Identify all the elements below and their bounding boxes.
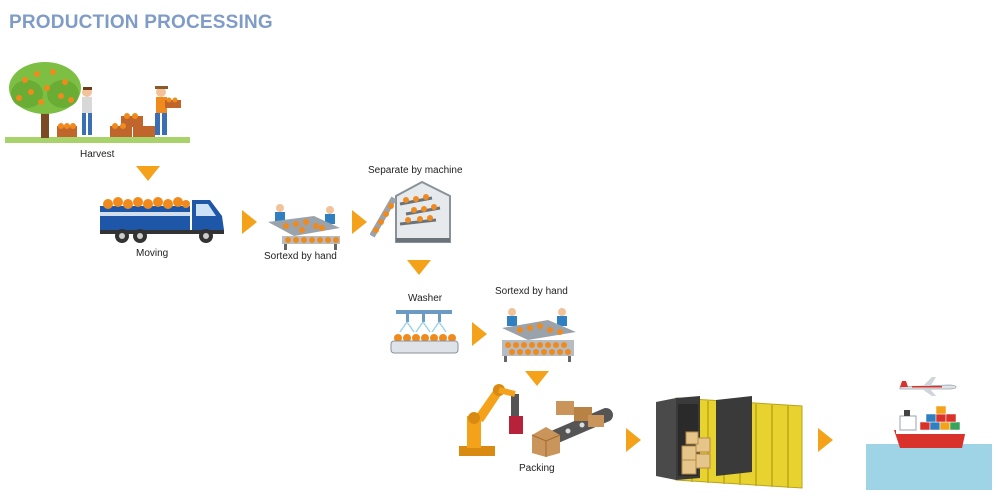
arrow-down-icon (407, 260, 431, 275)
harvest-label: Harvest (80, 149, 115, 160)
arrow-down-icon (136, 166, 160, 181)
sorted-hand-label-1: Sortexd by hand (264, 251, 337, 262)
arrow-right-icon (818, 428, 833, 452)
arrow-right-icon (626, 428, 641, 452)
farmer-icon (155, 86, 181, 135)
cargo-ship-icon (866, 405, 992, 490)
arrow-right-icon (472, 322, 487, 346)
orange-tree-icon (9, 62, 81, 138)
truck-icon (100, 197, 224, 243)
sorting-table-icon (268, 204, 340, 250)
packing-label: Packing (519, 463, 555, 474)
sorting-table-icon (502, 308, 576, 362)
harvest-scene (5, 62, 190, 143)
separate-machine-label: Separate by machine (368, 165, 463, 176)
page-title: PRODUCTION PROCESSING (9, 12, 273, 33)
washer-icon (390, 310, 459, 354)
sorted-hand-label-2: Sortexd by hand (495, 286, 568, 297)
arrow-right-icon (242, 210, 257, 234)
arrow-down-icon (525, 371, 549, 386)
robot-arm-icon (459, 384, 523, 456)
farmer-icon (82, 87, 92, 135)
washer-label: Washer (408, 293, 443, 304)
arrow-right-icon (352, 210, 367, 234)
airplane-icon (899, 377, 957, 396)
moving-label: Moving (136, 248, 169, 259)
separator-machine-icon (370, 180, 451, 243)
shipping-container-icon (656, 396, 803, 489)
conveyor-boxes-icon (531, 401, 613, 457)
